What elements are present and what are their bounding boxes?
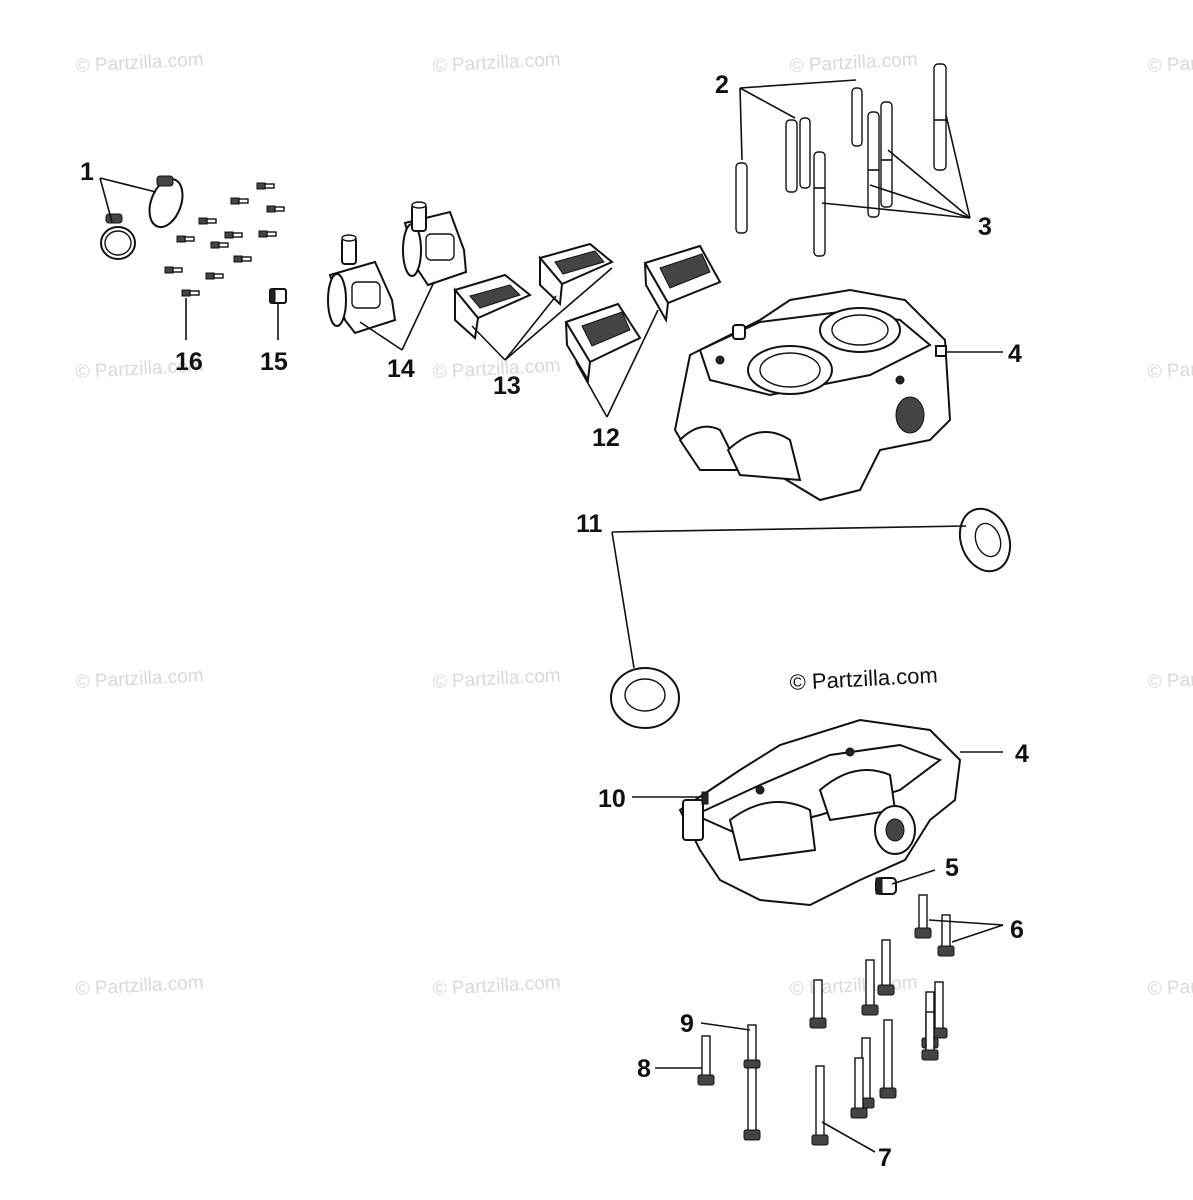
part-6-bolt <box>937 914 955 957</box>
part-2-3-pins-studs <box>735 63 947 257</box>
watermark: © Partzilla.com <box>1147 972 1193 1000</box>
callout-8: 8 <box>637 1055 651 1083</box>
watermark: © Partzilla.com <box>432 665 561 693</box>
part-8-bolt <box>697 1035 715 1086</box>
part-5-plug <box>875 877 897 895</box>
callout-15: 15 <box>260 348 288 376</box>
watermark-main: © Partzilla.com <box>789 662 938 695</box>
watermark-grid: © Partzilla.com © Partzilla.com © Partzi… <box>75 49 1193 1000</box>
callout-labels: 1 2 3 4 4 5 6 7 8 9 10 11 12 13 14 15 16 <box>80 71 1029 1172</box>
part-6-bolt <box>914 894 932 939</box>
callout-9: 9 <box>680 1010 694 1038</box>
part-7-bolt <box>811 1065 829 1146</box>
part-4-lower-crankcase <box>678 718 962 907</box>
callout-1: 1 <box>80 158 94 186</box>
part-1-clamps <box>100 175 184 260</box>
watermark: © Partzilla.com <box>75 49 204 77</box>
watermark: © Partzilla.com <box>789 972 918 1000</box>
callout-12: 12 <box>592 424 620 452</box>
callout-11: 11 <box>576 510 603 538</box>
bolts <box>697 894 955 1146</box>
watermark: © Partzilla.com <box>1147 665 1193 693</box>
leader-lines <box>99 79 1004 1153</box>
watermark: © Partzilla.com <box>1147 355 1193 383</box>
watermark: © Partzilla.com <box>789 49 918 77</box>
callout-6: 6 <box>1010 916 1024 944</box>
part-14-adapters <box>327 201 468 335</box>
callout-14: 14 <box>387 355 415 383</box>
part-11-seals <box>610 507 1012 729</box>
callout-2: 2 <box>715 71 729 99</box>
watermark: © Partzilla.com <box>75 665 204 693</box>
callout-4-upper: 4 <box>1008 340 1022 368</box>
callout-7: 7 <box>878 1144 892 1172</box>
watermark: © Partzilla.com <box>432 972 561 1000</box>
part-9-bolt <box>743 1024 761 1141</box>
part-16-screws <box>164 182 285 297</box>
callout-4-lower: 4 <box>1015 740 1029 768</box>
part-4-upper-crankcase <box>673 288 952 502</box>
callout-16: 16 <box>175 348 203 376</box>
watermark: © Partzilla.com <box>75 972 204 1000</box>
watermark: © Partzilla.com <box>432 49 561 77</box>
callout-13: 13 <box>493 372 521 400</box>
part-12-reed-blocks <box>564 244 722 384</box>
callout-3: 3 <box>978 213 992 241</box>
callout-10: 10 <box>598 785 626 813</box>
watermark: © Partzilla.com <box>1147 49 1193 77</box>
callout-5: 5 <box>945 854 959 882</box>
part-15-fitting <box>269 288 287 304</box>
